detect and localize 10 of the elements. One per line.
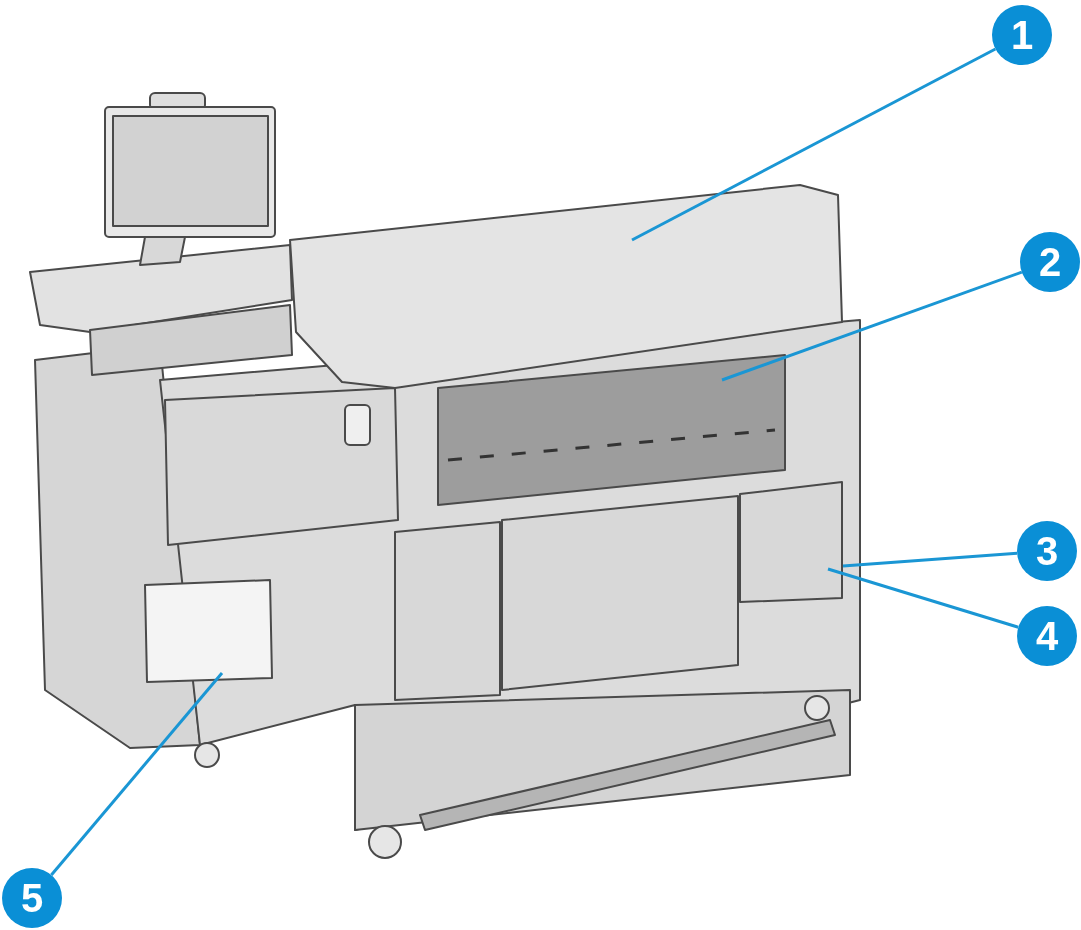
leader-line bbox=[721, 270, 1023, 382]
callout-number: 2 bbox=[1020, 232, 1080, 292]
callout-number: 5 bbox=[2, 868, 62, 928]
callout-number: 4 bbox=[1017, 606, 1077, 666]
leader-line bbox=[50, 672, 224, 877]
leader-line bbox=[842, 551, 1018, 568]
callout-number: 1 bbox=[992, 5, 1052, 65]
callout-number: 3 bbox=[1017, 521, 1077, 581]
leader-line bbox=[827, 567, 1019, 629]
leader-line bbox=[631, 47, 997, 242]
